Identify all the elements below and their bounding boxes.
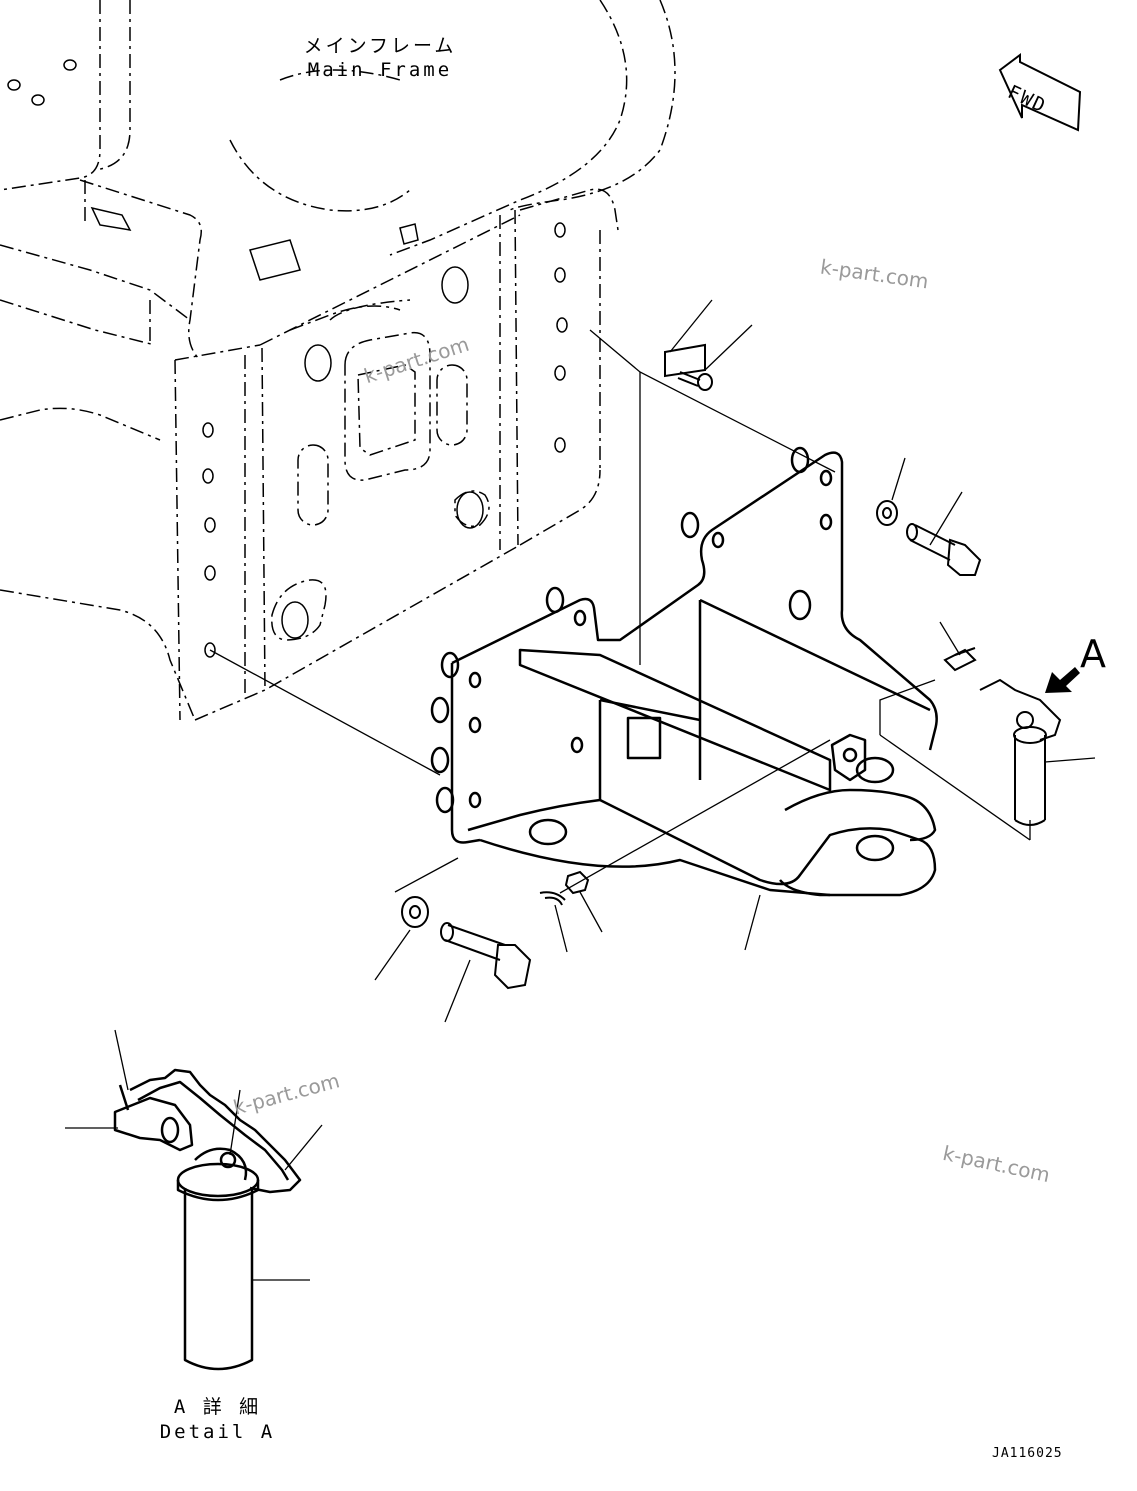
cotter-pin	[539, 891, 566, 906]
main-frame-label-jp: メインフレーム	[303, 35, 457, 57]
bolt-large-left	[440, 922, 532, 990]
detail-a-drawing	[113, 1068, 302, 1371]
bolt-small	[943, 647, 977, 672]
washer-right	[876, 500, 898, 526]
hitch-pin-small	[979, 678, 1062, 826]
view-arrow-a-icon	[1045, 667, 1080, 693]
frame-access-openings	[271, 331, 490, 641]
detail-a-label-jp: A 詳 細	[173, 1396, 262, 1418]
view-label-a: A	[1080, 632, 1106, 676]
plate-and-screw	[664, 343, 713, 391]
fwd-arrow-icon	[998, 53, 1082, 132]
detail-a-leader-lines	[65, 1029, 323, 1281]
frame-holes	[7, 59, 568, 658]
washer-left	[401, 896, 429, 928]
main-frame-outline	[0, 0, 676, 721]
drawing-code: JA116025	[992, 1446, 1063, 1461]
main-frame-label-en: Main Frame	[307, 59, 453, 81]
towing-hitch-bracket	[430, 446, 938, 897]
bolt-large-right	[906, 523, 982, 576]
frame-fittings	[90, 206, 419, 281]
detail-a-label-en: Detail A	[159, 1421, 276, 1443]
nut	[564, 870, 590, 895]
leader-lines	[209, 299, 1096, 1023]
